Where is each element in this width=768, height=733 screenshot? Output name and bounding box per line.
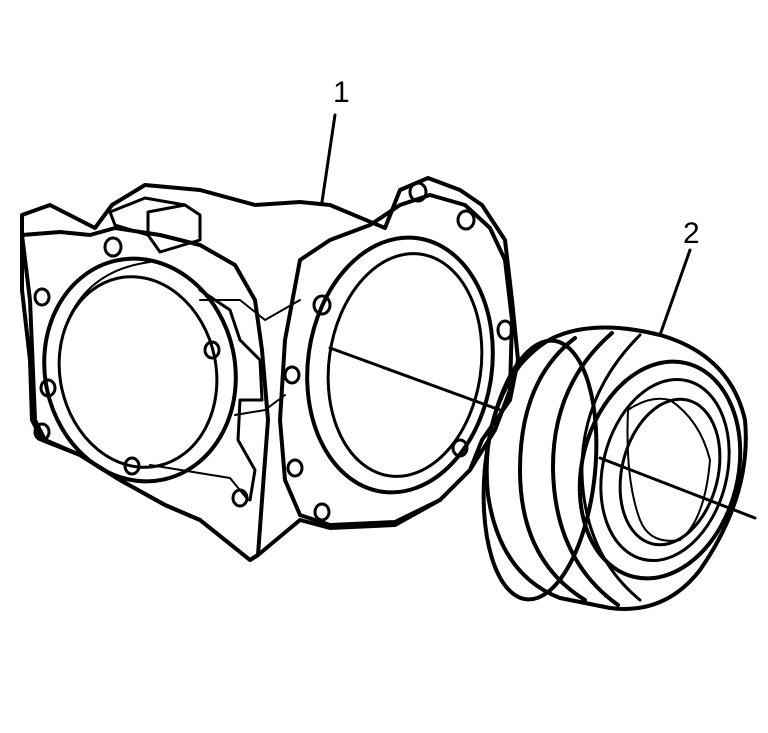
right-bore-inner	[326, 252, 484, 478]
installation-axis-line	[328, 346, 502, 412]
leader-line-1	[320, 113, 337, 204]
seal-inner-bore	[577, 359, 743, 581]
rear-flange	[278, 193, 514, 527]
seal-groove-1	[518, 336, 587, 602]
bolt-hole	[451, 438, 469, 458]
bolt-hole	[39, 378, 57, 398]
housing-outline	[20, 176, 520, 562]
leader-line-2	[658, 248, 692, 337]
callout-label-2: 2	[683, 217, 700, 250]
housing-top-boss	[108, 196, 202, 254]
bolt-hole	[283, 365, 301, 385]
callout-label-1: 1	[333, 76, 350, 109]
housing-web	[198, 288, 264, 502]
front-bolt-holes	[33, 236, 249, 508]
bolt-hole	[203, 340, 221, 360]
bolt-hole	[496, 319, 514, 341]
seal-part	[481, 325, 748, 611]
bolt-hole	[33, 422, 51, 442]
bolt-hole	[408, 181, 428, 203]
bolt-hole	[231, 488, 249, 508]
left-bore-outer	[42, 256, 238, 484]
installation-axis-line-rear	[598, 456, 757, 520]
bolt-hole	[313, 502, 331, 522]
housing-part	[20, 176, 520, 562]
bolt-hole	[286, 458, 304, 478]
seal-groove-2	[550, 331, 620, 607]
housing-rib-1	[199, 299, 301, 321]
callout-1: 1	[320, 76, 350, 204]
bolt-hole	[123, 456, 141, 476]
front-flange	[20, 226, 270, 562]
bolt-hole	[33, 287, 51, 307]
bolt-hole	[103, 236, 123, 258]
seal-inner-lip-edge	[618, 397, 722, 547]
seal-front-face	[481, 338, 599, 602]
seal-inner-lip	[599, 377, 731, 563]
housing-top-boss-face	[146, 203, 187, 237]
seal-inner-shade	[626, 397, 711, 542]
rear-bolt-holes	[283, 181, 514, 522]
right-bore-outer	[305, 235, 495, 495]
callout-2: 2	[658, 217, 700, 337]
housing-rib-2	[234, 394, 286, 416]
left-bore-depth	[67, 261, 151, 321]
bolt-hole	[312, 294, 332, 316]
housing-rib-3	[149, 464, 249, 501]
bolt-hole	[456, 209, 476, 231]
seal-body	[484, 325, 748, 611]
